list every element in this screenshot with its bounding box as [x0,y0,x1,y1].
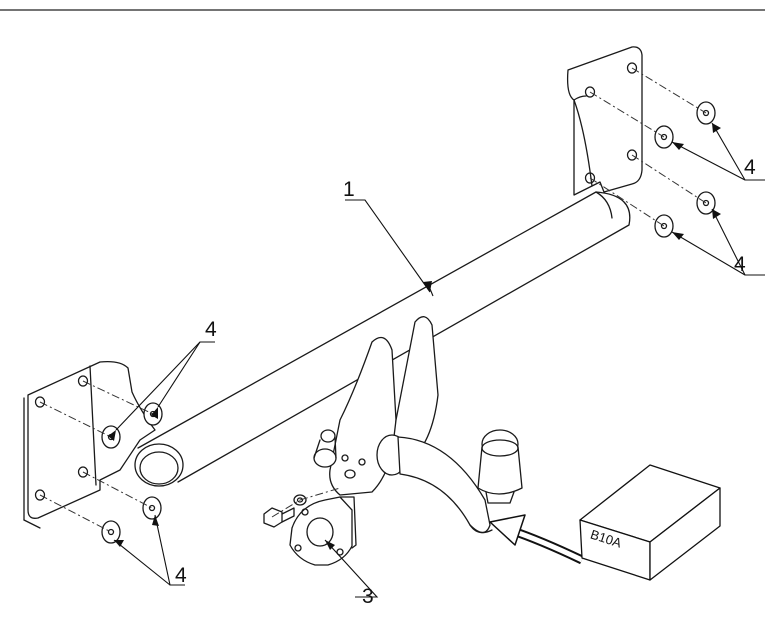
washer-r-2 [654,214,674,238]
assembly-arrow [489,514,584,565]
tow-hook [376,429,523,534]
callout-socket-plate: 3 [362,585,374,608]
socket-plate [289,496,357,566]
washer-r-1 [696,191,716,215]
plate-bolt [313,429,337,468]
callout-washer-left-bottom: 4 [175,564,187,587]
main-cross-tube [134,191,631,487]
b10a-package-box [579,464,721,581]
left-mounting-bracket [23,360,156,529]
washer-l-3 [142,496,162,520]
leader-arrowheads [108,123,721,550]
right-mounting-bracket [566,46,643,196]
leader-lines [113,122,765,598]
assembly-axes [39,67,707,533]
callout-washer-right: 4 [734,253,746,276]
callout-tube: 1 [343,178,355,201]
callout-washer-top-right: 4 [744,156,756,179]
callout-washer-left-top: 4 [205,318,217,341]
